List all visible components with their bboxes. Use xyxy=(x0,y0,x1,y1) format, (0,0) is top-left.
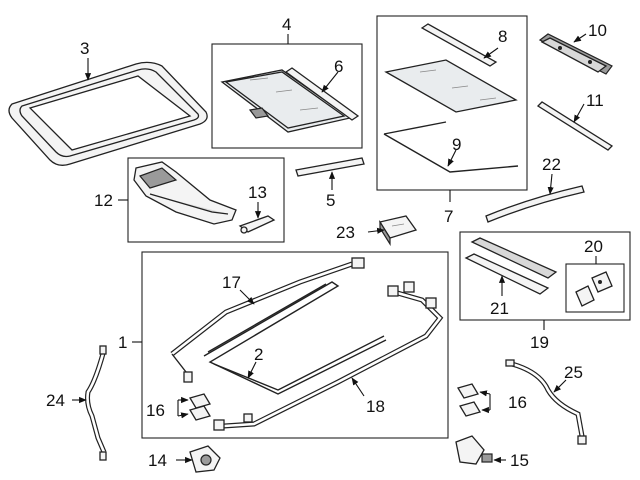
callout-19: 19 xyxy=(530,333,549,352)
callout-20: 20 xyxy=(584,237,603,256)
part-9-seal xyxy=(383,121,519,173)
leader-8 xyxy=(483,47,499,59)
part-6-glass-seal xyxy=(284,67,360,121)
leader-11 xyxy=(573,103,585,123)
part-23-module xyxy=(378,215,418,247)
box-19 xyxy=(459,231,631,321)
leader-2 xyxy=(247,361,257,379)
callout-21: 21 xyxy=(490,299,509,318)
part-5-strip xyxy=(295,157,365,177)
box-1 xyxy=(141,251,449,439)
callout-18: 18 xyxy=(366,397,385,416)
part-10-bracket xyxy=(538,33,613,75)
callout-23: 23 xyxy=(336,223,355,242)
part-8-glass xyxy=(384,59,518,113)
leader-18 xyxy=(351,377,365,397)
part-15-motor xyxy=(455,435,493,465)
callout-15: 15 xyxy=(510,451,529,470)
callout-14: 14 xyxy=(148,451,167,470)
leader-10 xyxy=(573,33,587,43)
callout-9: 9 xyxy=(452,135,461,154)
part-24-drain-hose xyxy=(85,345,107,461)
leader-17 xyxy=(239,289,255,305)
callout-25: 25 xyxy=(564,363,583,382)
part-25-drain-hose xyxy=(505,359,587,445)
callout-11: 11 xyxy=(586,91,604,110)
callout-6: 6 xyxy=(334,57,343,76)
part-13-clip xyxy=(238,215,276,234)
part-4-glass-panel xyxy=(220,69,352,133)
part-22-strip xyxy=(485,185,585,223)
box-4 xyxy=(211,43,363,149)
callout-13: 13 xyxy=(248,183,267,202)
part-18-harness xyxy=(213,281,444,431)
callout-12: 12 xyxy=(94,191,113,210)
leader-22 xyxy=(547,173,554,195)
callout-8: 8 xyxy=(498,27,507,46)
leader-25 xyxy=(553,379,567,393)
callout-1: 1 xyxy=(118,333,127,352)
callout-16-right: 16 xyxy=(508,393,527,412)
part-21-rail xyxy=(464,237,558,295)
callout-2: 2 xyxy=(254,345,263,364)
callout-4: 4 xyxy=(282,15,291,34)
part-8-seal-strip xyxy=(420,23,498,67)
box-7 xyxy=(376,15,528,191)
part-2-drain-seal xyxy=(203,281,387,395)
leader-6 xyxy=(321,71,339,93)
part-3-frame-seal xyxy=(8,61,208,166)
callout-17: 17 xyxy=(222,273,241,292)
leader-23 xyxy=(367,227,385,234)
callout-22: 22 xyxy=(542,155,561,174)
callout-7: 7 xyxy=(444,207,453,226)
part-20-slide xyxy=(575,271,613,307)
callout-3: 3 xyxy=(80,39,89,58)
leader-9 xyxy=(447,149,457,167)
callout-16-left: 16 xyxy=(146,401,165,420)
callout-10: 10 xyxy=(588,21,607,40)
part-16-clip-left xyxy=(177,393,211,421)
callout-24: 24 xyxy=(46,391,65,410)
callout-5: 5 xyxy=(326,191,335,210)
part-11-strip xyxy=(536,101,614,151)
part-17-harness xyxy=(170,257,365,383)
part-14-motor xyxy=(189,445,221,473)
part-12-deflector xyxy=(133,161,237,225)
box-20 xyxy=(565,263,625,313)
part-16-clip-right xyxy=(457,383,491,417)
